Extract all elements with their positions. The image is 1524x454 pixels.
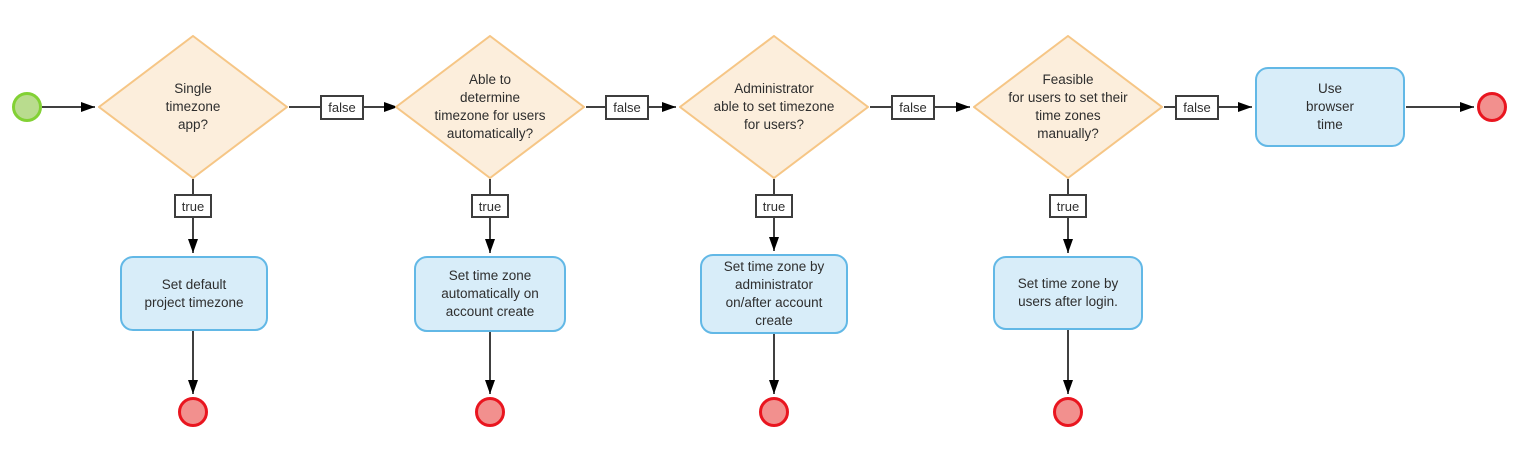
edge-label-text: true (762, 198, 786, 214)
start-node (12, 92, 42, 122)
edge-label-false-3: false (891, 95, 935, 120)
diamond-shape (395, 35, 585, 179)
edge-label-text: false (899, 100, 927, 115)
decision-node-admin-set: Administrator able to set timezone for u… (679, 35, 869, 179)
process-label: Set time zone automatically on account c… (441, 268, 539, 319)
edge-label-text: false (328, 100, 356, 115)
edge-label-true-3: true (755, 194, 793, 218)
decision-node-single-timezone: Single timezone app? (98, 35, 288, 179)
process-label: Set time zone by users after login. (1017, 276, 1119, 309)
edge-label-text: true (181, 198, 205, 214)
edge-label-true-2: true (471, 194, 509, 218)
edge-label-text: false (613, 100, 641, 115)
process-node-set-default-timezone: Set default project timezone (120, 256, 268, 331)
diamond-shape (98, 35, 288, 179)
end-node-3 (759, 397, 789, 427)
decision-node-user-manual: Feasible for users to set their time zon… (973, 35, 1163, 179)
decision-node-auto-detect: Able to determine timezone for users aut… (395, 35, 585, 179)
edge-label-text: false (1183, 100, 1211, 115)
edge-label-false-2: false (605, 95, 649, 120)
diamond-shape (679, 35, 869, 179)
process-node-use-browser-time: Use browser time (1255, 67, 1405, 147)
end-node-4 (1053, 397, 1083, 427)
process-node-admin-on-create: Set time zone by administrator on/after … (700, 254, 848, 334)
edge-label-false-1: false (320, 95, 364, 120)
edge-label-text: true (1056, 198, 1080, 214)
process-node-auto-on-create: Set time zone automatically on account c… (414, 256, 566, 332)
process-label: Use browser time (1305, 81, 1354, 132)
diamond-shape (973, 35, 1163, 179)
edge-label-true-1: true (174, 194, 212, 218)
end-node-1 (178, 397, 208, 427)
process-node-users-after-login: Set time zone by users after login. (993, 256, 1143, 330)
edge-label-false-4: false (1175, 95, 1219, 120)
end-node-2 (475, 397, 505, 427)
process-label: Set default project timezone (144, 276, 244, 310)
process-label: Set time zone by administrator on/after … (723, 259, 825, 328)
edge-label-true-4: true (1049, 194, 1087, 218)
edge-label-text: true (478, 198, 502, 214)
end-node-right (1477, 92, 1507, 122)
